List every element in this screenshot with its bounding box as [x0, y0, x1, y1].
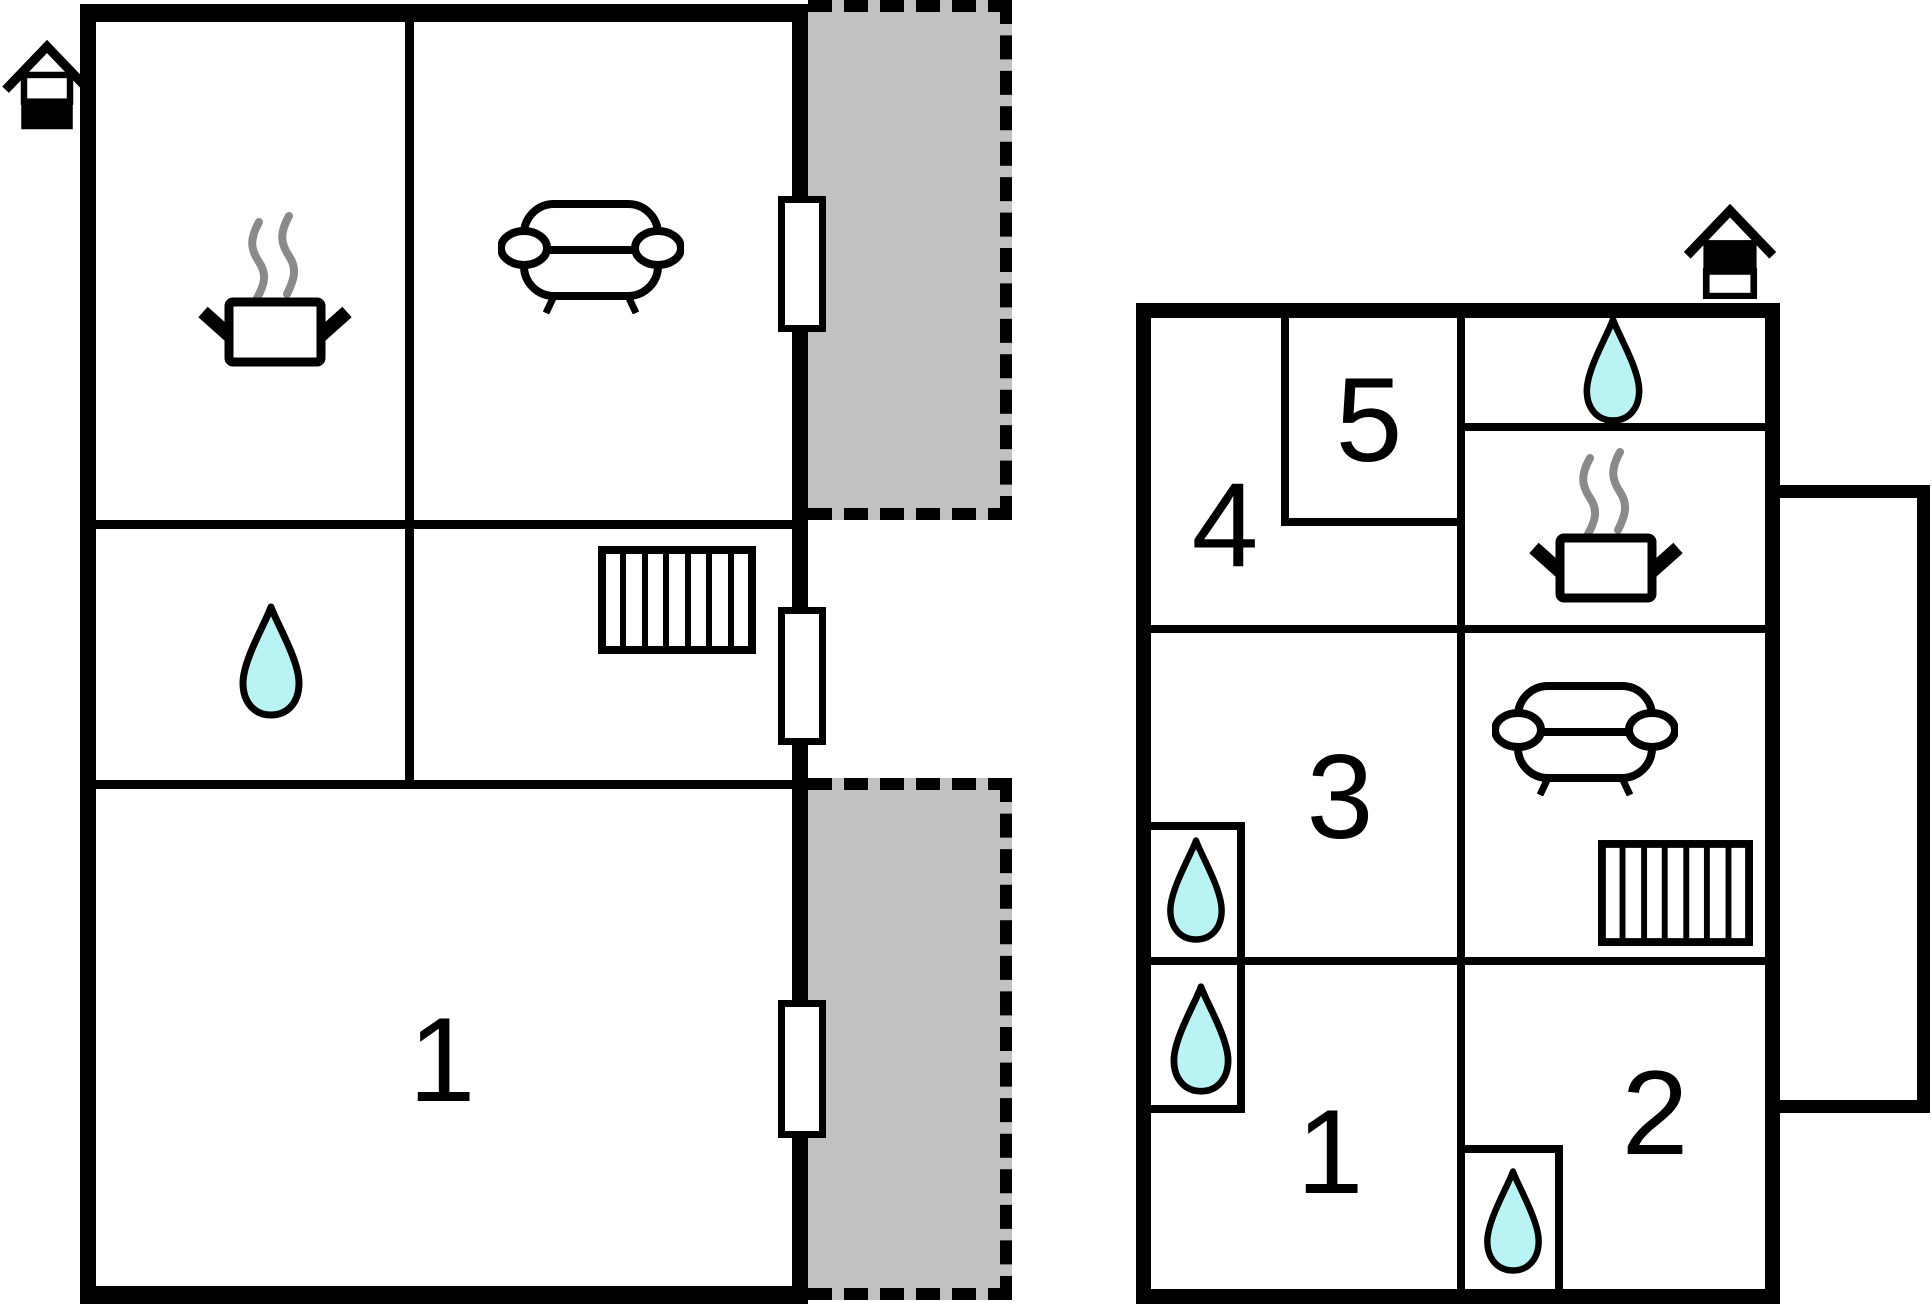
wall-segment [80, 4, 808, 22]
ground-floor-house-icon [2, 40, 92, 130]
wall-segment [80, 4, 96, 1304]
wall-segment [96, 520, 792, 529]
window-marker [778, 607, 826, 745]
room-label: 3 [1306, 730, 1374, 864]
wall-segment [80, 1286, 808, 1304]
terrace-area-top [808, 0, 1012, 520]
radiator-icon [1598, 840, 1753, 946]
window-marker [778, 1000, 826, 1138]
room-label: 1 [1296, 1085, 1364, 1219]
wall-segment [405, 22, 414, 788]
sofa-icon [498, 200, 684, 314]
wall-segment [1151, 822, 1245, 830]
wall-segment [96, 780, 792, 789]
wall-segment [1281, 518, 1465, 526]
wall-segment [1237, 822, 1245, 965]
room-label: 4 [1191, 458, 1259, 592]
sofa-icon [1492, 682, 1678, 796]
water-drop-icon [1170, 983, 1232, 1095]
water-drop-icon [1167, 837, 1225, 943]
wall-segment [1465, 423, 1765, 431]
water-drop-icon [1583, 316, 1643, 424]
wall-segment [1237, 965, 1245, 1113]
upper-floor-house-icon [1683, 204, 1777, 299]
cooking-pot-icon [1529, 448, 1683, 603]
wall-segment [1151, 625, 1765, 633]
wall-segment [1780, 485, 1930, 498]
window-marker [778, 196, 826, 332]
wall-segment [1136, 303, 1780, 318]
wall-segment [1281, 318, 1289, 526]
terrace-area-bottom [808, 778, 1012, 1300]
wall-segment [1136, 303, 1151, 1304]
room-label: 5 [1335, 353, 1403, 487]
cooking-pot-icon [198, 212, 352, 367]
wall-segment [1917, 485, 1930, 1113]
wall-segment [1555, 1145, 1563, 1289]
wall-segment [1780, 1100, 1930, 1113]
water-drop-icon [1484, 1168, 1542, 1274]
room-label: 1 [408, 993, 476, 1127]
wall-segment [1151, 957, 1765, 965]
wall-segment [1457, 318, 1465, 1289]
wall-segment [1465, 1145, 1563, 1153]
radiator-icon [598, 546, 756, 654]
wall-segment [1765, 303, 1780, 1304]
water-drop-icon [239, 603, 303, 719]
wall-segment [1136, 1289, 1780, 1304]
wall-segment [1151, 1105, 1245, 1113]
room-label: 2 [1621, 1046, 1689, 1180]
